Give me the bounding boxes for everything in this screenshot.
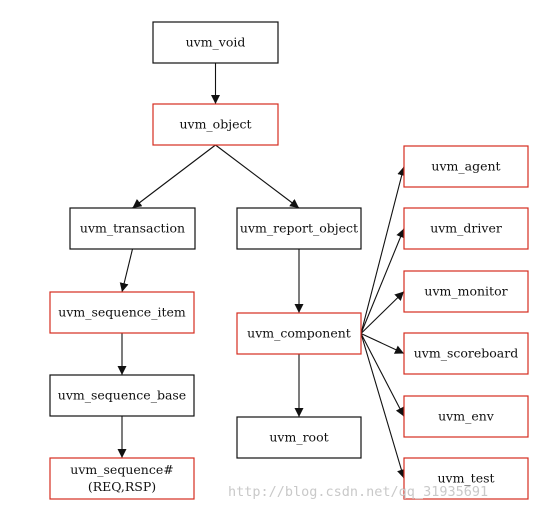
node-box — [152, 21, 279, 64]
node-uvm-sequence-item: uvm_sequence_item — [49, 291, 195, 334]
node-label: uvm_monitor — [424, 284, 507, 299]
edge-arrow-uvm-object-to-uvm-transaction — [132, 144, 216, 209]
edge-arrow-uvm-component-to-uvm-agent — [360, 166, 407, 334]
edge-arrow-uvm-component-to-uvm-test — [360, 333, 406, 479]
node-uvm-void: uvm_void — [152, 21, 279, 64]
node-label: uvm_scoreboard — [414, 346, 519, 361]
edge-arrow-uvm-transaction-to-uvm-sequence-item — [119, 248, 134, 293]
node-uvm-transaction: uvm_transaction — [69, 207, 196, 250]
node-label: uvm_test — [437, 471, 494, 486]
node-label-line1: uvm_sequence# — [70, 462, 173, 477]
node-label: uvm_sequence_item — [58, 305, 186, 320]
edges-layer — [117, 63, 407, 479]
node-uvm-env: uvm_env — [403, 395, 529, 438]
node-label: uvm_transaction — [80, 221, 185, 236]
node-label: uvm_report_object — [240, 221, 358, 236]
node-uvm-root: uvm_root — [236, 416, 362, 459]
edge-arrow-uvm-component-to-uvm-monitor — [360, 291, 405, 334]
node-label: uvm_void — [186, 35, 246, 50]
node-box — [403, 145, 529, 188]
node-label: uvm_component — [247, 326, 351, 341]
node-box — [403, 457, 529, 500]
node-label: uvm_driver — [430, 221, 502, 236]
node-label: uvm_root — [269, 430, 328, 445]
node-uvm-scoreboard: uvm_scoreboard — [403, 332, 529, 375]
node-uvm-agent: uvm_agent — [403, 145, 529, 188]
node-uvm-component: uvm_component — [236, 312, 362, 355]
edge-arrow-uvm-component-to-uvm-env — [360, 333, 405, 417]
watermark-text: http://blog.csdn.net/qq_31935691 — [228, 484, 488, 500]
node-box — [152, 103, 279, 146]
edge-arrow-uvm-component-to-uvm-driver — [360, 228, 405, 334]
node-uvm-driver: uvm_driver — [403, 207, 529, 250]
node-uvm-test: uvm_test — [403, 457, 529, 500]
node-uvm-sequence-base: uvm_sequence_base — [49, 374, 195, 417]
node-box — [49, 291, 195, 334]
node-label: uvm_sequence_base — [58, 388, 186, 403]
node-label: uvm_env — [438, 409, 495, 424]
node-label-line2: (REQ,RSP) — [88, 479, 156, 494]
node-box — [403, 270, 529, 313]
node-uvm-monitor: uvm_monitor — [403, 270, 529, 313]
node-box — [403, 207, 529, 250]
edge-arrow-uvm-component-to-uvm-scoreboard — [360, 333, 405, 354]
node-uvm-report-object: uvm_report_object — [236, 207, 362, 250]
node-label: uvm_object — [179, 117, 251, 132]
node-label: uvm_agent — [431, 159, 500, 174]
node-uvm-sequence: uvm_sequence# (REQ,RSP) — [49, 457, 195, 500]
node-box — [403, 332, 529, 375]
node-box — [403, 395, 529, 438]
node-box — [236, 416, 362, 459]
node-box — [49, 457, 195, 500]
node-uvm-object: uvm_object — [152, 103, 279, 146]
edge-arrow-uvm-object-to-uvm-report-object — [215, 144, 300, 209]
node-box — [236, 207, 362, 250]
node-box — [49, 374, 195, 417]
node-box — [69, 207, 196, 250]
node-box — [236, 312, 362, 355]
